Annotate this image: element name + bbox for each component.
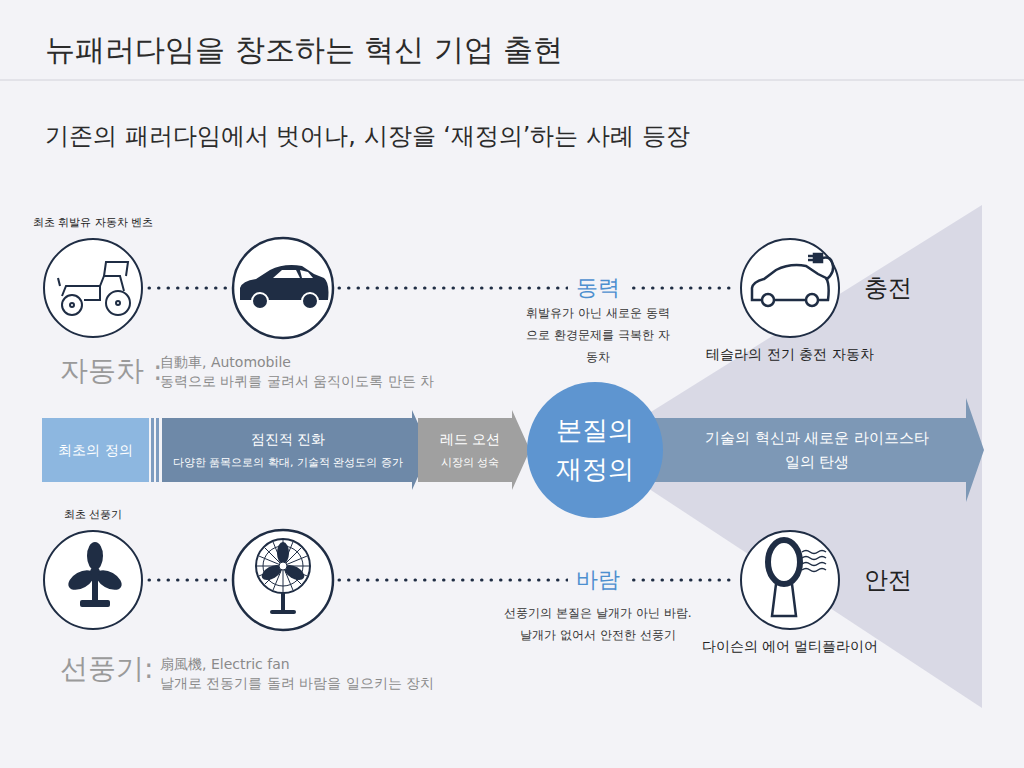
stage-arrow: 기술의 혁신과 새로운 라이프스타일의 탄생	[640, 398, 984, 502]
shape	[162, 410, 430, 490]
note: 휘발유가 아닌 새로운 동력으로 환경문제를 극복한 자동차	[523, 302, 673, 368]
text-holder: 기술의 혁신과 새로운 라이프스타일의 탄생	[640, 418, 984, 482]
icon-circle: 안전다이슨의 에어 멀티플라이어	[740, 530, 840, 630]
stage-arrow: 점진적 진화다양한 품목으로의 확대, 기술적 완성도의 증가	[162, 410, 430, 490]
text-holder: 점진적 진화다양한 품목으로의 확대, 기술적 완성도의 증가	[162, 418, 430, 482]
stage-arrow: 레드 오션시장의 성숙	[418, 410, 530, 490]
node-body: 시장의 성숙	[441, 454, 500, 472]
circle-outline	[233, 530, 333, 630]
fan-icon	[65, 542, 125, 607]
node-heading: 최초의 정의	[58, 439, 132, 461]
node-heading: 레드 오션	[440, 428, 500, 450]
title-rule	[0, 80, 1024, 81]
bladeless-fan-icon	[768, 540, 826, 616]
keyword: 안전	[864, 564, 912, 596]
text-holder: 최초의 정의	[42, 418, 149, 482]
example-caption: 테슬라의 전기 충전 자동차	[706, 346, 873, 364]
term-origin: 自動車, Automobile	[160, 354, 291, 372]
edge-label: 동력	[568, 273, 628, 303]
shape-fill	[418, 410, 530, 490]
title: 뉴패러다임을 창조하는 혁신 기업 출현	[45, 30, 563, 71]
icon-circle: 최초 선풍기	[43, 530, 143, 630]
shape-fill	[42, 418, 149, 482]
icon-circle: 최초 휘발유 자동차 벤츠	[43, 238, 143, 338]
icon-circle: 충전테슬라의 전기 충전 자동차	[740, 238, 840, 338]
note: 선풍기의 본질은 날개가 아닌 바람. 날개가 없어서 안전한 선풍기	[503, 602, 693, 646]
old-car-icon	[58, 262, 130, 315]
stripe	[156, 418, 159, 482]
example-caption: 다이슨의 에어 멀티플라이어	[702, 638, 879, 656]
subtitle: 기존의 패러다임에서 벗어나, 시장을 ‘재정의’하는 사례 등장	[45, 120, 690, 152]
standing-fan-icon	[256, 539, 310, 614]
node-heading: 본질의 재정의	[547, 411, 643, 489]
start-box: 최초의 정의	[42, 418, 149, 482]
node-body: 다양한 품목으로의 확대, 기술적 완성도의 증가	[173, 454, 403, 472]
shape-fill	[162, 410, 430, 490]
icon-caption: 최초 선풍기	[64, 507, 123, 522]
car-icon	[240, 265, 329, 309]
shape-fill	[640, 398, 984, 502]
ev-icon	[752, 254, 833, 306]
circle-outline	[233, 238, 333, 338]
term-definition: 동력으로 바퀴를 굴려서 움직이도록 만든 차	[160, 373, 434, 391]
term-origin: 扇風機, Electric fan	[160, 656, 290, 674]
core-circle: 본질의 재정의	[527, 382, 663, 518]
term: 선풍기:	[60, 650, 153, 688]
text-holder: 레드 오션시장의 성숙	[418, 418, 530, 482]
shape	[640, 398, 984, 502]
node-heading: 점진적 진화	[251, 428, 325, 450]
stripe	[151, 418, 154, 482]
keyword: 충전	[864, 272, 912, 304]
term-definition: 날개로 전동기를 돌려 바람을 일으키는 장치	[160, 675, 434, 693]
node-heading: 기술의 혁신과 새로운 라이프스타일의 탄생	[702, 426, 932, 474]
icon-caption: 최초 휘발유 자동차 벤츠	[33, 215, 154, 230]
term: 자동차 :	[60, 352, 162, 390]
shape	[418, 410, 530, 490]
text-holder: 본질의 재정의	[527, 382, 663, 518]
edge-label: 바람	[568, 565, 628, 595]
